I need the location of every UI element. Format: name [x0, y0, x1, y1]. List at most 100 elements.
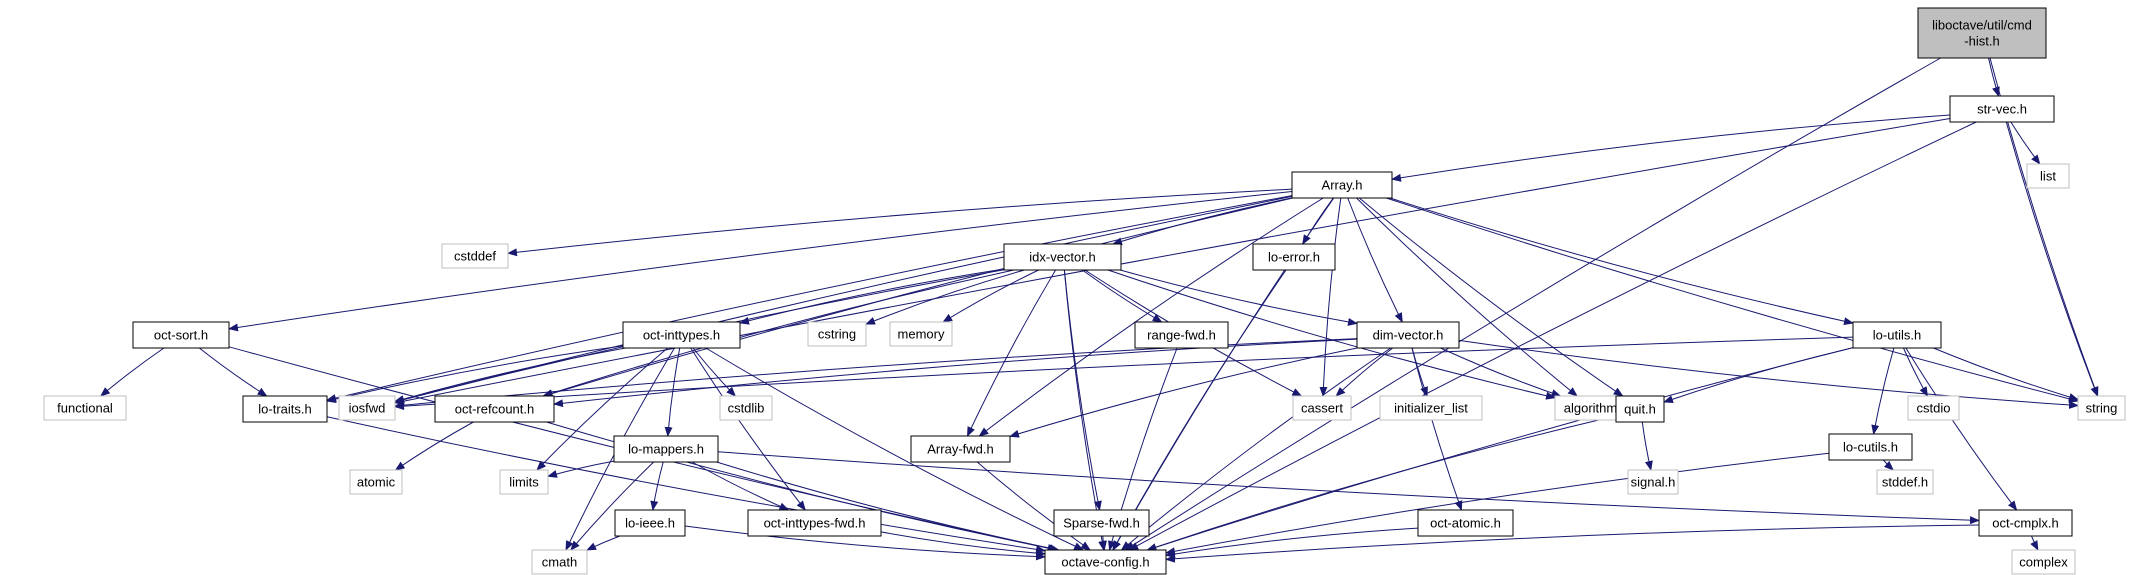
edge-lomappers-to-loieee: [650, 461, 664, 511]
node-box-locutils: [1828, 433, 1913, 461]
edge-loutils-to-cstdio: [1903, 347, 1928, 397]
node-box-strvec: [1949, 95, 2055, 123]
edge-octinttypes-to-limits: [536, 347, 668, 471]
edge-sparsefwd-to-octaveconfig: [1098, 535, 1107, 551]
node-box-lomappers: [613, 435, 719, 463]
edge-loutils-to-octaveconfig: [1146, 347, 1854, 552]
edge-loieee-to-cmath: [586, 535, 620, 551]
node-label-cstddef: cstddef: [454, 249, 496, 264]
edge-dimvector-to-octaveconfig: [1120, 347, 1391, 551]
node-dimvector[interactable]: dim-vector.h: [1356, 321, 1460, 349]
node-label-memory: memory: [898, 327, 945, 342]
node-octcmplx[interactable]: oct-cmplx.h: [1978, 509, 2073, 537]
node-label-list: list: [2040, 169, 2056, 184]
node-quit[interactable]: quit.h: [1615, 395, 1665, 423]
edge-locutils-to-stddef: [1882, 459, 1894, 471]
node-cassert: cassert: [1292, 395, 1352, 421]
node-cstdlib: cstdlib: [719, 395, 773, 421]
node-box-stddef: [1876, 469, 1934, 495]
edge-idxvector-to-octaveconfig: [1063, 269, 1107, 551]
edge-dimvector-to-string: [1458, 339, 2079, 409]
node-box-octsort: [132, 321, 230, 349]
node-octrefcount[interactable]: oct-refcount.h: [434, 395, 555, 423]
node-signal: signal.h: [1627, 469, 1679, 495]
node-octinttypes[interactable]: oct-inttypes.h: [622, 321, 741, 349]
node-box-octcmplx: [1978, 509, 2073, 537]
edge-array-to-algorithm: [1356, 197, 1578, 397]
node-label-cassert: cassert: [1301, 401, 1343, 416]
edge-loieee-to-octaveconfig: [684, 525, 1046, 561]
edge-strvec-to-array: [1391, 114, 1951, 182]
edge-idxvector-to-arrayfwd: [966, 269, 1057, 437]
node-box-array: [1291, 171, 1393, 199]
node-iosfwd: iosfwd: [338, 395, 396, 421]
node-memory: memory: [889, 321, 953, 347]
node-label-idxvector: idx-vector.h: [1029, 250, 1095, 265]
node-octsort[interactable]: oct-sort.h: [132, 321, 230, 349]
edge-array-to-lotraits: [326, 195, 1293, 402]
node-idxvector[interactable]: idx-vector.h: [1003, 243, 1122, 271]
node-label-dimvector: dim-vector.h: [1373, 328, 1444, 343]
edge-octcmplx-to-complex: [2030, 535, 2039, 551]
node-loieee[interactable]: lo-ieee.h: [614, 509, 686, 537]
node-box-cstdio: [1907, 395, 1960, 421]
node-label-octcmplx: oct-cmplx.h: [1992, 516, 2058, 531]
node-lotraits[interactable]: lo-traits.h: [242, 395, 328, 423]
node-label-quit: quit.h: [1624, 402, 1656, 417]
node-loerror[interactable]: lo-error.h: [1252, 243, 1336, 271]
node-label-octrefcount: oct-refcount.h: [455, 402, 535, 417]
node-box-atomic: [349, 469, 403, 495]
edge-arrayfwd-to-octaveconfig: [976, 461, 1091, 551]
edge-octinttypes-to-cstdlib: [692, 347, 737, 397]
node-octinttypesfwd[interactable]: oct-inttypes-fwd.h: [747, 509, 882, 537]
edge-idxvector-to-memory: [942, 269, 1039, 323]
node-cmath: cmath: [531, 549, 588, 575]
node-sparsefwd[interactable]: Sparse-fwd.h: [1053, 509, 1150, 537]
edge-lomappers-to-octcmplx: [717, 451, 1980, 525]
node-cstring: cstring: [807, 321, 867, 347]
edge-dimvector-to-initlist: [1411, 347, 1428, 397]
edge-idxvector-to-cstring: [865, 269, 1025, 325]
node-box-memory: [889, 321, 953, 347]
edge-array-to-idxvector: [1112, 197, 1293, 246]
node-octaveconfig[interactable]: octave-config.h: [1044, 549, 1167, 575]
edge-octinttypes-to-lotraits: [326, 345, 624, 404]
edge-octinttypes-to-octinttypesfwd: [690, 347, 806, 511]
node-root[interactable]: liboctave/util/cmd-hist.h: [1917, 7, 2047, 59]
node-strvec[interactable]: str-vec.h: [1949, 95, 2055, 123]
node-rangefwd[interactable]: range-fwd.h: [1134, 321, 1229, 349]
edge-idxvector-to-algorithm: [1107, 269, 1556, 400]
node-label-algorithm: algorithm: [1564, 401, 1617, 416]
node-label-cstring: cstring: [818, 327, 856, 342]
edge-array-to-cassert: [1319, 197, 1342, 397]
node-arrayfwd[interactable]: Array-fwd.h: [910, 435, 1011, 463]
edge-octatomic-to-octaveconfig: [1165, 527, 1419, 558]
edge-loutils-to-iosfwd: [394, 336, 1854, 411]
edge-root-to-octaveconfig: [1124, 57, 1941, 551]
edge-octsort-to-functional: [100, 347, 165, 397]
node-octatomic[interactable]: oct-atomic.h: [1417, 509, 1514, 537]
node-locutils[interactable]: lo-cutils.h: [1828, 433, 1913, 461]
node-lomappers[interactable]: lo-mappers.h: [613, 435, 719, 463]
edge-dimvector-to-arrayfwd: [1009, 347, 1358, 438]
node-loutils[interactable]: lo-utils.h: [1852, 321, 1942, 349]
node-atomic: atomic: [349, 469, 403, 495]
node-box-rangefwd: [1134, 321, 1229, 349]
edge-lotraits-to-octaveconfig: [326, 416, 1046, 554]
edge-array-to-loutils: [1389, 197, 1854, 326]
node-box-loerror: [1252, 243, 1336, 271]
node-label-iosfwd: iosfwd: [349, 401, 386, 416]
node-box-octatomic: [1417, 509, 1514, 537]
node-box-cstring: [807, 321, 867, 347]
node-label-cstdlib: cstdlib: [728, 401, 765, 416]
edge-root-to-strvec: [1988, 57, 2000, 97]
edge-octcmplx-to-octaveconfig: [1165, 524, 1980, 563]
node-label-signal: signal.h: [1631, 475, 1676, 490]
edge-strvec-to-string: [2005, 121, 2098, 397]
node-box-signal: [1627, 469, 1679, 495]
node-label-octatomic: oct-atomic.h: [1430, 516, 1501, 531]
node-array[interactable]: Array.h: [1291, 171, 1393, 199]
node-box-sparsefwd: [1053, 509, 1150, 537]
node-box-octaveconfig: [1044, 549, 1167, 575]
edge-array-to-arrayfwd: [978, 197, 1324, 437]
